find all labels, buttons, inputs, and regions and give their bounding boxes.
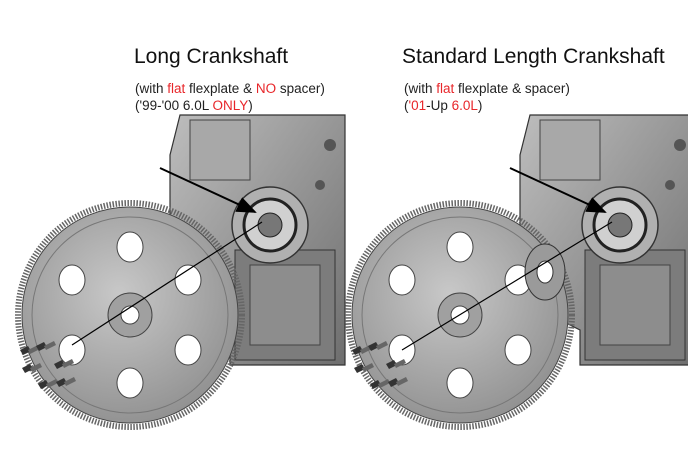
left-subtitle-1: (with flat flexplate & NO spacer) — [135, 80, 325, 97]
text: ) — [248, 98, 253, 113]
text: (with — [404, 81, 437, 96]
text: spacer) — [276, 81, 325, 96]
text: flexplate & spacer) — [454, 81, 570, 96]
left-assembly — [18, 113, 347, 427]
spacer — [524, 243, 566, 301]
text: ( — [404, 98, 409, 113]
pointer-arrow — [159, 167, 257, 213]
highlight: flat — [167, 81, 186, 96]
flexplate — [18, 203, 242, 427]
right-subtitle-2: ('01-Up 6.0L) — [404, 97, 482, 114]
text: (with — [135, 81, 168, 96]
left-title: Long Crankshaft — [134, 45, 289, 68]
highlight: flat — [436, 81, 455, 96]
right-subtitle-1: (with flat flexplate & spacer) — [404, 80, 570, 97]
right-title: Standard Length Crankshaft — [402, 45, 665, 68]
highlight: ONLY — [212, 98, 249, 113]
highlight: '01 — [408, 98, 427, 113]
alignment-line — [401, 221, 613, 351]
alignment-line — [71, 221, 263, 346]
text: -Up — [426, 98, 452, 113]
text: ('99-'00 6.0L — [135, 98, 213, 113]
highlight: NO — [255, 81, 277, 96]
highlight: 6.0L — [451, 98, 478, 113]
pointer-arrow — [509, 167, 607, 213]
text: flexplate & — [185, 81, 256, 96]
left-subtitle-2: ('99-'00 6.0L ONLY) — [135, 97, 253, 114]
right-assembly — [348, 113, 688, 427]
text: ) — [477, 98, 483, 113]
